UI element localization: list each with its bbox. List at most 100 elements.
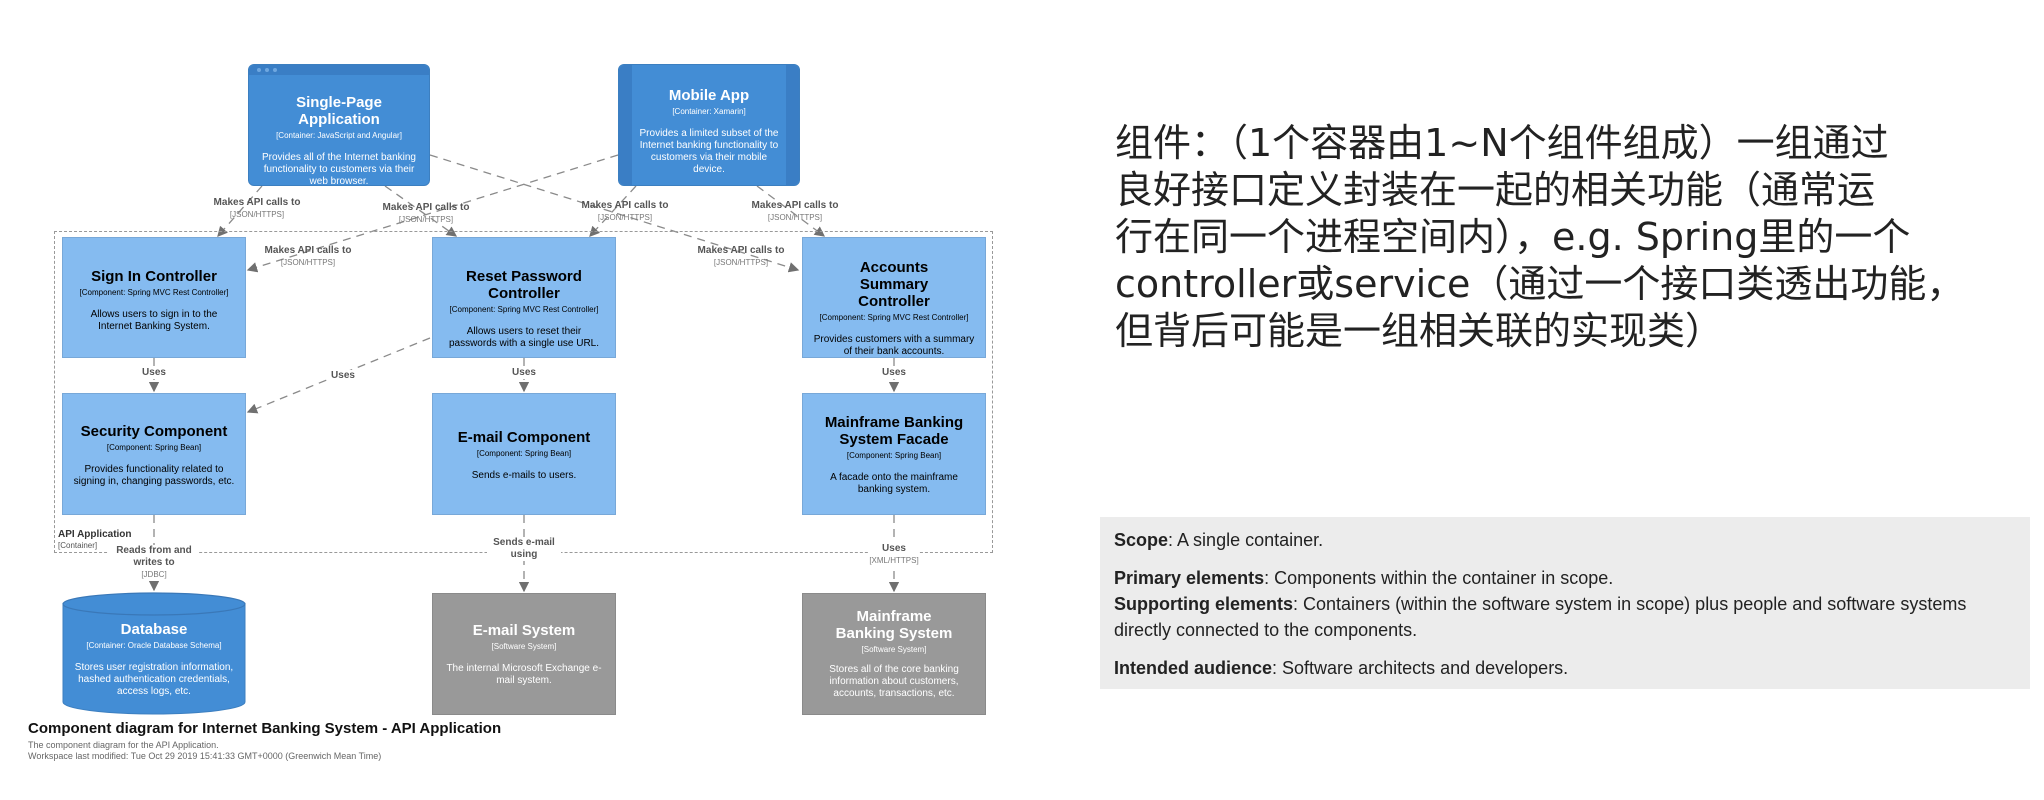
- explanation-line: 良好接口定义封装在一起的相关功能（通常运: [1115, 168, 1876, 212]
- database-type: [Container: Oracle Database Schema]: [86, 641, 222, 650]
- label-tech: [JSON/HTTPS]: [398, 215, 454, 224]
- explanation-line: 但背后可能是一组相关联的实现类）: [1115, 309, 1724, 353]
- label-tech: [JSON/HTTPS]: [767, 213, 823, 222]
- label-tech: [JSON/HTTPS]: [280, 258, 336, 267]
- label-accounts-facade: Uses: [882, 367, 906, 379]
- scope-line: Scope: A single container.: [1114, 527, 2016, 553]
- mainframe-desc: Stores all of the core banking informati…: [829, 664, 959, 699]
- primary-text: : Components within the container in sco…: [1264, 568, 1614, 588]
- edge-spa-signin: [217, 185, 263, 237]
- mainframe-banking-system[interactable]: Mainframe Banking System [Software Syste…: [802, 593, 986, 715]
- cylinder-shape: [62, 592, 246, 715]
- workspace-modified: Workspace last modified: Tue Oct 29 2019…: [28, 751, 382, 761]
- phone-bezel-left: [619, 65, 632, 185]
- audience-text: : Software architects and developers.: [1272, 658, 1569, 678]
- database-desc: Stores user registration information, ha…: [74, 662, 234, 697]
- label-text: Makes API calls to: [697, 245, 785, 256]
- label-reset-security: Uses: [331, 370, 355, 382]
- security-name: Security Component: [80, 423, 228, 440]
- label-tech: [JSON/HTTPS]: [597, 213, 653, 222]
- mainframe-name: Mainframe Banking System: [835, 608, 953, 642]
- accounts-type: [Component: Spring MVC Rest Controller]: [819, 313, 969, 322]
- mainframe-type: [Software System]: [861, 645, 927, 654]
- accounts-desc: Provides customers with a summary of the…: [813, 334, 975, 357]
- explanation-line: 行在同一个进程空间内），e.g. Spring里的一个: [1115, 215, 1911, 259]
- label-text: Uses: [331, 370, 355, 381]
- label-tech: [JDBC]: [141, 570, 167, 579]
- email-system[interactable]: E-mail System [Software System] The inte…: [432, 593, 616, 715]
- label-tech: [JSON/HTTPS]: [713, 258, 769, 267]
- spa-type: [Container: JavaScript and Angular]: [276, 131, 402, 140]
- label-text: Uses: [882, 543, 906, 554]
- facade-desc: A facade onto the mainframe banking syst…: [830, 472, 958, 495]
- browser-chrome: [249, 65, 429, 75]
- email-component[interactable]: E-mail Component [Component: Spring Bean…: [432, 393, 616, 515]
- database-container[interactable]: Database [Container: Oracle Database Sch…: [62, 592, 246, 716]
- signin-type: [Component: Spring MVC Rest Controller]: [79, 288, 229, 297]
- mobile-type: [Container: Xamarin]: [672, 107, 746, 116]
- label-email-emailsys: Sends e-mail using: [487, 537, 561, 561]
- scope-panel: Scope: A single container. Primary eleme…: [1100, 517, 2030, 689]
- label-text: Reads from and writes to: [116, 545, 192, 568]
- emailsys-type: [Software System]: [491, 642, 557, 651]
- mobile-app-container[interactable]: Mobile App [Container: Xamarin] Provides…: [618, 64, 800, 186]
- security-component[interactable]: Security Component [Component: Spring Be…: [62, 393, 246, 515]
- label-mobile-accounts: Makes API calls to [JSON/HTTPS]: [752, 200, 839, 224]
- supporting-line: Supporting elements: Containers (within …: [1114, 591, 2016, 643]
- primary-line: Primary elements: Components within the …: [1114, 565, 2016, 591]
- label-text: Makes API calls to: [382, 202, 470, 213]
- accounts-summary-controller[interactable]: Accounts Summary Controller [Component: …: [802, 237, 986, 358]
- label-text: Makes API calls to: [213, 197, 301, 208]
- facade-type: [Component: Spring Bean]: [846, 451, 942, 460]
- boundary-type: [Container]: [58, 541, 98, 550]
- mainframe-facade-component[interactable]: Mainframe Banking System Facade [Compone…: [802, 393, 986, 515]
- supporting-label: Supporting elements: [1114, 594, 1294, 614]
- explanation-line: 组件：（1个容器由1~N个组件组成）一组通过: [1115, 121, 1889, 165]
- signin-desc: Allows users to sign in to the Internet …: [90, 309, 218, 332]
- sign-in-controller[interactable]: Sign In Controller [Component: Spring MV…: [62, 237, 246, 358]
- phone-bezel-right: [786, 65, 799, 185]
- email-type: [Component: Spring Bean]: [476, 449, 572, 458]
- signin-name: Sign In Controller: [91, 268, 217, 285]
- label-spa-signin: Makes API calls to [JSON/HTTPS]: [214, 197, 301, 221]
- security-desc: Provides functionality related to signin…: [73, 464, 235, 487]
- reset-password-controller[interactable]: Reset Password Controller [Component: Sp…: [432, 237, 616, 358]
- supporting-text: : Containers (within the software system…: [1114, 594, 1967, 640]
- label-facade-mainframe: Uses [XML/HTTPS]: [869, 543, 919, 567]
- label-text: Uses: [142, 367, 166, 378]
- label-mobile-reset: Makes API calls to [JSON/HTTPS]: [582, 200, 669, 224]
- scope-text: : A single container.: [1168, 530, 1324, 550]
- edge-mobile-signin: [246, 154, 619, 273]
- spa-name: Single-Page Application: [296, 94, 382, 128]
- explanation-line: controller或service（通过一个接口类透出功能，: [1115, 262, 1965, 306]
- label-reset-email: Uses: [512, 367, 536, 379]
- label-spa-reset: Makes API calls to [JSON/HTTPS]: [383, 202, 470, 226]
- database-name: Database: [120, 621, 188, 638]
- single-page-application-container[interactable]: Single-Page Application [Container: Java…: [248, 64, 430, 187]
- security-type: [Component: Spring Bean]: [106, 443, 202, 452]
- diagram-subtitle: The component diagram for the API Applic…: [28, 740, 219, 750]
- label-text: Uses: [882, 367, 906, 378]
- edge-mobile-reset: [589, 185, 637, 237]
- label-text: Sends e-mail using: [493, 537, 555, 560]
- label-mobile-signin: Makes API calls to [JSON/HTTPS]: [265, 245, 352, 269]
- label-text: Makes API calls to: [581, 200, 669, 211]
- label-tech: [XML/HTTPS]: [869, 556, 919, 565]
- reset-type: [Component: Spring MVC Rest Controller]: [449, 305, 599, 314]
- email-name: E-mail Component: [457, 429, 591, 446]
- primary-label: Primary elements: [1114, 568, 1265, 588]
- accounts-name: Accounts Summary Controller: [858, 259, 930, 310]
- component-explanation: 组件：（1个容器由1~N个组件组成）一组通过 良好接口定义封装在一起的相关功能（…: [1115, 120, 1964, 355]
- mobile-name: Mobile App: [668, 87, 750, 104]
- emailsys-name: E-mail System: [472, 622, 576, 639]
- diagram-title: Component diagram for Internet Banking S…: [28, 720, 502, 737]
- edge-spa-reset: [384, 185, 458, 237]
- label-spa-accounts: Makes API calls to [JSON/HTTPS]: [698, 245, 785, 269]
- label-text: Uses: [512, 367, 536, 378]
- audience-line: Intended audience: Software architects a…: [1114, 655, 2016, 681]
- label-tech: [JSON/HTTPS]: [229, 210, 285, 219]
- emailsys-desc: The internal Microsoft Exchange e-mail s…: [446, 663, 602, 686]
- label-text: Makes API calls to: [751, 200, 839, 211]
- label-security-database: Reads from and writes to [JDBC]: [109, 545, 199, 581]
- spa-desc: Provides all of the Internet banking fun…: [262, 152, 416, 187]
